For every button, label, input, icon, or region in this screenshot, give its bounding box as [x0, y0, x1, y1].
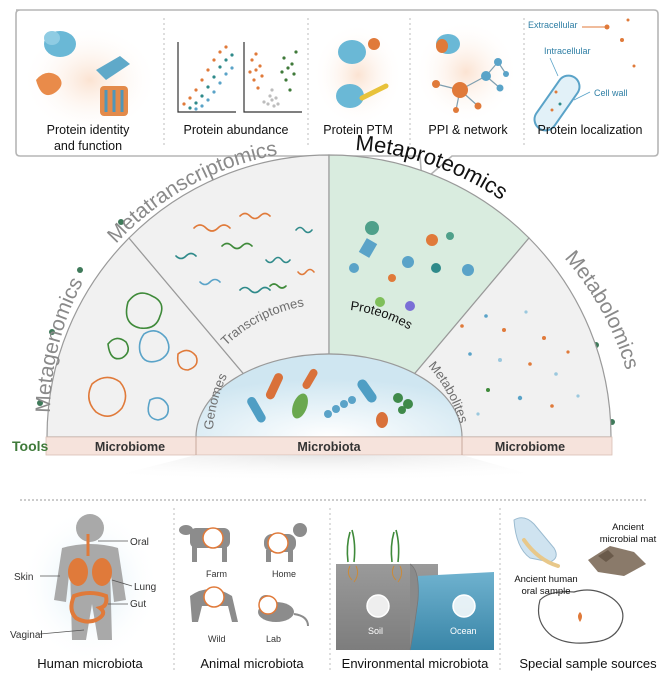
wild-label: Wild [208, 634, 226, 644]
item-label: Protein abundance [184, 123, 289, 137]
metabolite-illustrations [460, 310, 580, 416]
item-label: Protein localization [538, 123, 643, 137]
animal-microbiota-title: Animal microbiota [200, 656, 304, 671]
environmental-microbiota-panel [336, 529, 494, 651]
ancient-mat-label: microbial mat [600, 534, 657, 545]
tools-label: Tools [12, 438, 49, 454]
intracellular-label: Intracellular [544, 46, 591, 56]
protein-identity-illustration [22, 25, 158, 135]
protein-abundance-illustration [177, 42, 302, 113]
transcript-illustrations [175, 212, 315, 294]
home-label: Home [272, 569, 296, 579]
ancient-mat-label: Ancient [612, 522, 644, 533]
gut-label: Gut [130, 599, 146, 610]
tools-bar: Tools Microbiome Microbiota Microbiome [12, 436, 613, 456]
proteome-illustrations [349, 221, 474, 311]
microbe-illustrations [247, 368, 413, 428]
microbiome-right-label: Microbiome [495, 440, 565, 454]
zoom-shadow [20, 455, 620, 500]
vaginal-label: Vaginal [10, 630, 43, 641]
ocean-label: Ocean [450, 626, 477, 636]
ancient-oral-label: Ancient human [514, 574, 577, 585]
lung-label: Lung [134, 582, 156, 593]
farm-label: Farm [206, 569, 227, 579]
environmental-microbiota-title: Environmental microbiota [342, 656, 489, 671]
microbiome-left-label: Microbiome [95, 440, 165, 454]
ppi-network-illustration [414, 20, 518, 124]
extracellular-label: Extracellular [528, 20, 578, 30]
special-sample-title: Special sample sources [519, 656, 657, 671]
human-microbiota-panel [20, 507, 160, 663]
top-panel: Protein identity and function [15, 9, 659, 184]
protein-ptm-illustration [313, 23, 403, 127]
lab-label: Lab [266, 634, 281, 644]
human-microbiota-title: Human microbiota [37, 656, 143, 671]
special-sample-panel [513, 517, 646, 644]
animal-microbiota-panel [179, 523, 309, 627]
item-label: PPI & network [428, 123, 508, 137]
skin-label: Skin [14, 572, 33, 583]
microbiota-center-label: Microbiota [297, 440, 361, 454]
protein-localization-illustration [533, 18, 636, 132]
soil-label: Soil [368, 626, 383, 636]
omics-arc: Metagenomics Metatranscriptomics Metapro… [32, 130, 643, 438]
item-label: Protein PTM [323, 123, 392, 137]
item-label: Protein identity [47, 123, 130, 137]
cell-wall-label: Cell wall [594, 88, 628, 98]
oral-label: Oral [130, 537, 149, 548]
item-label: and function [54, 139, 122, 153]
genome-illustrations [88, 292, 198, 421]
ancient-oral-label: oral sample [521, 586, 570, 597]
